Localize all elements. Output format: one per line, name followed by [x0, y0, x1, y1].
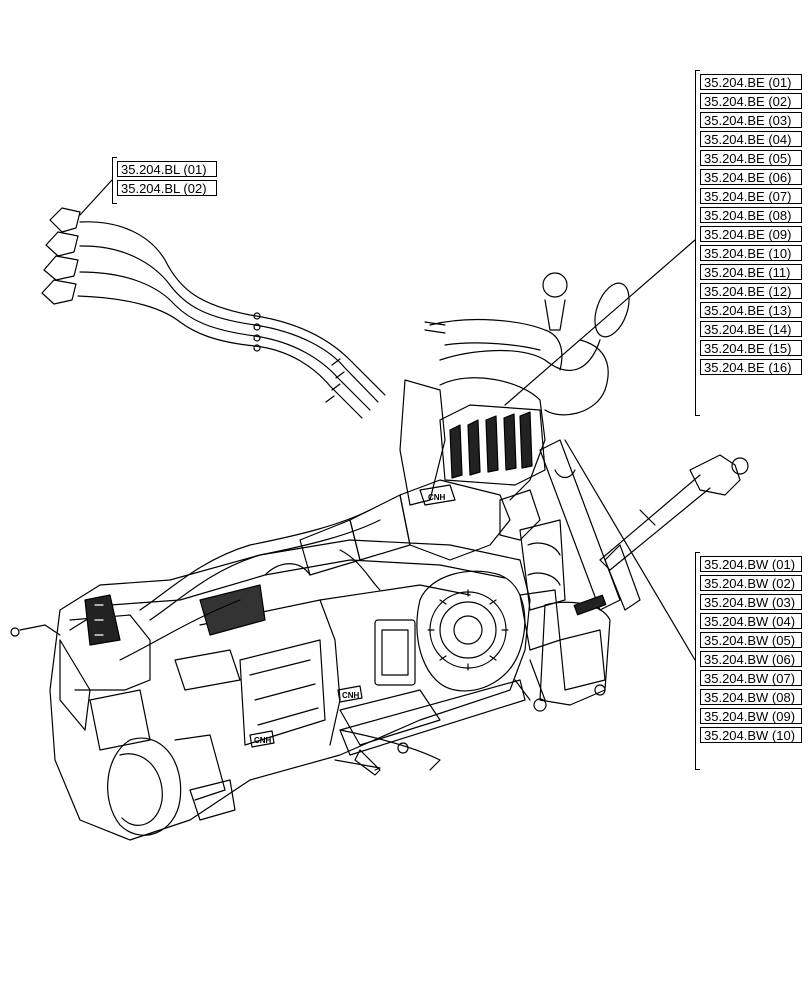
reference-link[interactable]: 35.204.BW (08)	[700, 689, 802, 705]
leader-lines	[79, 179, 696, 661]
bl-bracket	[112, 157, 117, 204]
reference-link[interactable]: 35.204.BE (07)	[700, 188, 802, 204]
reference-link[interactable]: 35.204.BE (13)	[700, 302, 802, 318]
cnh-logo-text-3: CNH	[254, 736, 272, 745]
reference-link[interactable]: 35.204.BE (01)	[700, 74, 802, 90]
cable-harness	[10, 509, 381, 661]
reference-link[interactable]: 35.204.BW (09)	[700, 708, 802, 724]
lift-rod-assembly	[514, 439, 749, 712]
reference-link[interactable]: 35.204.BE (16)	[700, 359, 802, 375]
reference-link[interactable]: 35.204.BE (15)	[700, 340, 802, 356]
remote-control-levers	[41, 207, 386, 419]
reference-group-be: 35.204.BE (01) 35.204.BE (02) 35.204.BE (0…	[700, 74, 802, 375]
reference-link[interactable]: 35.204.BW (03)	[700, 594, 802, 610]
reference-link[interactable]: 35.204.BL (02)	[117, 180, 217, 196]
reference-link[interactable]: 35.204.BW (01)	[700, 556, 802, 572]
reference-link[interactable]: 35.204.BE (11)	[700, 264, 802, 280]
reference-link[interactable]: 35.204.BE (14)	[700, 321, 802, 337]
reference-link[interactable]: 35.204.BE (05)	[700, 150, 802, 166]
reference-group-bw: 35.204.BW (01) 35.204.BW (02) 35.204.BW (0…	[700, 556, 802, 743]
reference-link[interactable]: 35.204.BW (10)	[700, 727, 802, 743]
cnh-logo-text-2: CNH	[342, 691, 360, 700]
reference-link[interactable]: 35.204.BL (01)	[117, 161, 217, 177]
reference-link[interactable]: 35.204.BE (06)	[700, 169, 802, 185]
reference-link[interactable]: 35.204.BW (05)	[700, 632, 802, 648]
reference-link[interactable]: 35.204.BW (07)	[700, 670, 802, 686]
reference-link[interactable]: 35.204.BE (09)	[700, 226, 802, 242]
control-valve-block	[424, 272, 630, 486]
reference-link[interactable]: 35.204.BE (10)	[700, 245, 802, 261]
reference-link[interactable]: 35.204.BE (04)	[700, 131, 802, 147]
upper-frame-bridge	[299, 377, 566, 611]
cnh-logo-text-1: CNH	[428, 493, 446, 502]
cnh-logo-plates	[249, 484, 456, 748]
reference-group-bl: 35.204.BL (01) 35.204.BL (02)	[117, 161, 217, 196]
be-bracket	[695, 70, 700, 416]
reference-link[interactable]: 35.204.BW (02)	[700, 575, 802, 591]
reference-link[interactable]: 35.204.BE (08)	[700, 207, 802, 223]
bw-bracket	[695, 552, 700, 770]
reference-link[interactable]: 35.204.BE (02)	[700, 93, 802, 109]
reference-link[interactable]: 35.204.BE (12)	[700, 283, 802, 299]
reference-link[interactable]: 35.204.BE (03)	[700, 112, 802, 128]
reference-link[interactable]: 35.204.BW (04)	[700, 613, 802, 629]
rear-cover-plate	[374, 570, 526, 692]
reference-link[interactable]: 35.204.BW (06)	[700, 651, 802, 667]
